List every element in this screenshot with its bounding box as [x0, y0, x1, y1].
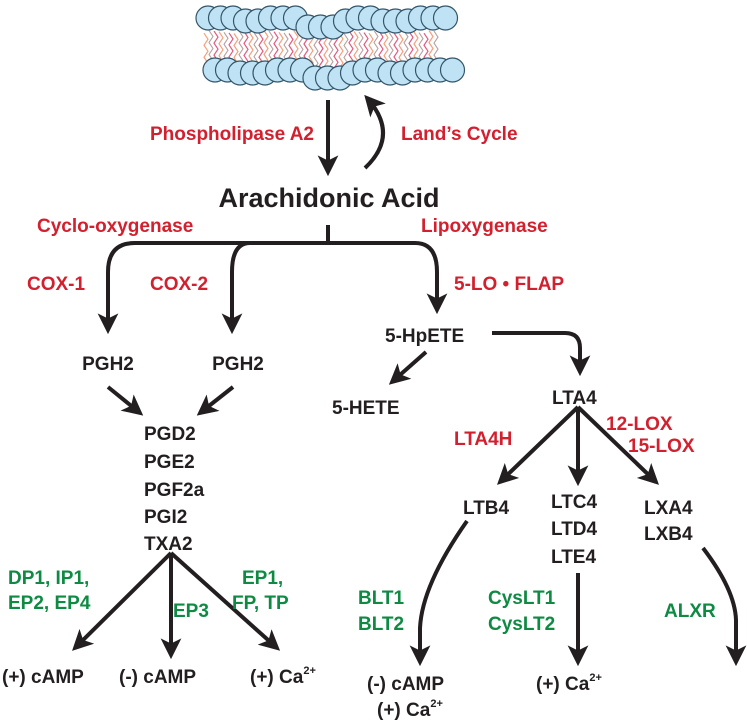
metabolite-lxb4: LXB4: [644, 524, 693, 545]
lipoxin-list: LXA4 LXB4: [644, 498, 693, 545]
edge-lta4-lxa4: [576, 405, 659, 485]
metabolite-pgd2: PGD2: [144, 424, 196, 445]
cysteinyl-leukotriene-list: LTC4 LTD4 LTE4: [551, 492, 598, 568]
outcome-minus-camp: (-) cAMP: [119, 667, 196, 688]
metabolite-lxa4: LXA4: [644, 498, 693, 519]
metabolite-pge2: PGE2: [144, 452, 195, 473]
enzyme-5lo-flap: 5-LO • FLAP: [454, 274, 564, 295]
enzyme-lipoxygenase: Lipoxygenase: [421, 216, 548, 237]
edge-hpete-hete: [388, 350, 428, 385]
edge-ltb4-outcome: [409, 519, 469, 667]
arachidonic-acid-title: Arachidonic Acid: [218, 183, 439, 213]
edge-prostanoid-plus-ca: [169, 551, 281, 651]
edge-lta4-ltb4: [497, 405, 580, 485]
edge-lipoxin-alxr: [701, 546, 747, 667]
receptor-cyslt2: CysLT2: [488, 614, 555, 635]
edge-prostanoid-plus-camp: [72, 551, 173, 651]
receptor-alxr: ALXR: [664, 601, 716, 622]
edge-pgh2a-prostanoids: [106, 385, 144, 416]
phospholipid-bilayer-icon: [195, 5, 466, 91]
outcome-plus-calcium: (+) Ca2+: [250, 665, 316, 688]
receptor-blt2: BLT2: [358, 614, 404, 635]
lipid-head: [432, 5, 459, 31]
lipid-tail: [263, 30, 269, 67]
enzyme-lands-cycle: Land’s Cycle: [401, 124, 518, 145]
outcome-plus-camp: (+) cAMP: [2, 667, 84, 688]
enzyme-15-lox: 15-LOX: [628, 436, 695, 457]
receptor-fp-tp: FP, TP: [232, 593, 289, 614]
receptor-ep1: EP1,: [242, 568, 283, 589]
metabolite-txa2: TXA2: [144, 534, 193, 555]
enzyme-phospholipase-a2: Phospholipase A2: [150, 124, 314, 145]
lipid-tail: [308, 32, 314, 69]
receptor-cyslt1: CysLT1: [488, 588, 556, 609]
metabolite-5-hpete: 5-HpETE: [385, 326, 464, 347]
edge-lands-cycle: [363, 94, 386, 170]
pathway-edges: [72, 94, 747, 667]
edge-hpete-lta4: [492, 331, 591, 377]
enzyme-cox1: COX-1: [27, 274, 86, 295]
receptor-blt1: BLT1: [358, 588, 405, 609]
enzyme-12-lox: 12-LOX: [606, 414, 673, 435]
metabolite-pgh2-cox2: PGH2: [212, 354, 264, 375]
edge-cox2: [221, 241, 251, 335]
enzyme-cyclooxygenase: Cyclo-oxygenase: [37, 216, 193, 237]
metabolite-ltc4: LTC4: [551, 492, 598, 513]
edge-pgh2b-prostanoids: [196, 385, 235, 416]
outcome-ltb4-minus-camp: (-) cAMP: [367, 674, 444, 695]
metabolite-pgi2: PGI2: [144, 507, 187, 528]
metabolite-lta4: LTA4: [552, 388, 597, 409]
metabolite-pgf2a: PGF2a: [144, 480, 205, 501]
metabolite-lte4: LTE4: [551, 547, 596, 568]
lipid-head: [439, 57, 466, 83]
prostanoid-list: PGD2 PGE2 PGF2a PGI2 TXA2: [144, 424, 205, 555]
lipid-tail: [338, 32, 344, 70]
metabolite-pgh2-cox1: PGH2: [82, 354, 134, 375]
outcome-cyslt-plus-calcium: (+) Ca2+: [536, 672, 602, 695]
receptor-ep3: EP3: [173, 601, 209, 622]
enzyme-lta4h: LTA4H: [454, 429, 512, 450]
metabolite-5-hete: 5-HETE: [332, 398, 400, 419]
edge-5lo: [328, 241, 448, 315]
metabolite-ltd4: LTD4: [551, 519, 598, 540]
receptor-dp1-ip1: DP1, IP1,: [8, 568, 89, 589]
outcome-ltb4-plus-calcium: (+) Ca2+: [377, 698, 443, 721]
enzyme-cox2: COX-2: [150, 274, 208, 295]
metabolite-ltb4: LTB4: [463, 498, 510, 519]
receptor-ep2-ep4: EP2, EP4: [8, 593, 91, 614]
edge-cox1: [97, 241, 328, 335]
